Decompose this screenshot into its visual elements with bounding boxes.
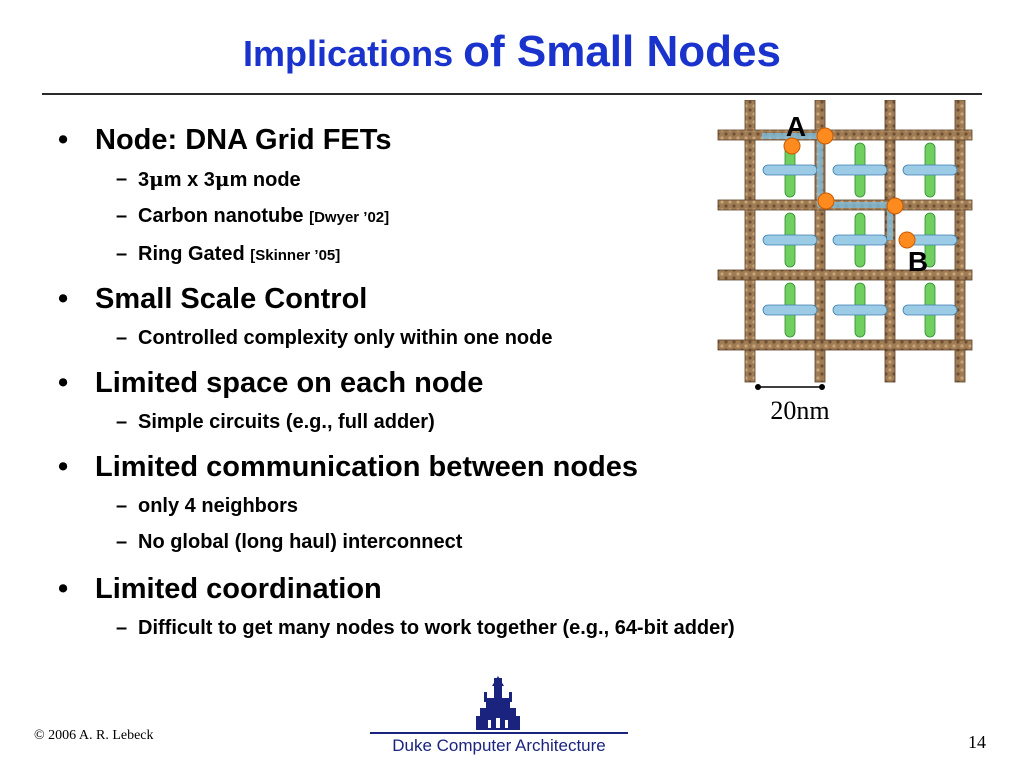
node-dot [816, 127, 834, 145]
fet-cross [902, 282, 958, 338]
sub-bullet-no-global-interconnect: No global (long haul) interconnect [58, 529, 938, 555]
fet-cross [832, 142, 888, 198]
scale-bar-end [755, 384, 761, 390]
signal-path [762, 133, 893, 240]
bullet-node-dna-grid: Node: DNA Grid FETs [58, 122, 938, 158]
scale-label: 20nm [770, 396, 829, 425]
bullet-list: Node: DNA Grid FETs 3μm x 3μm node Carbo… [58, 122, 938, 641]
strand-vertical [744, 100, 756, 383]
fet-cross [762, 142, 818, 198]
sub-bullet-ring-gated: Ring Gated [Skinner ’05] [58, 241, 938, 269]
copyright: © 2006 A. R. Lebeck [34, 728, 154, 743]
scale-bar-end [819, 384, 825, 390]
bullet-limited-communication: Limited communication between nodes [58, 449, 938, 485]
label-a: A [786, 111, 806, 142]
citation-skinner: [Skinner ’05] [250, 247, 341, 264]
footer-divider [370, 732, 628, 734]
strand-horizontal [717, 269, 973, 281]
bullet-limited-coordination: Limited coordination [58, 571, 938, 607]
duke-chapel-logo [476, 676, 520, 730]
organization-name: Duke Computer Architecture [392, 736, 606, 755]
fet-cross [762, 212, 818, 268]
title-divider [42, 93, 982, 95]
fet-cross [762, 282, 818, 338]
title-part-1: Implications [243, 33, 464, 74]
node-dot [817, 192, 835, 210]
fet-cross [902, 142, 958, 198]
dna-grid-figure: A B 20nm [717, 100, 973, 425]
node-dot [886, 197, 904, 215]
label-b: B [908, 246, 928, 277]
sub-bullet-four-neighbors: only 4 neighbors [58, 493, 938, 519]
strand-horizontal [717, 339, 973, 351]
node-dot [898, 231, 916, 249]
bullet-limited-space: Limited space on each node [58, 365, 938, 401]
page-number: 14 [968, 732, 986, 752]
sub-bullet-node-size: 3μm x 3μm node [58, 166, 938, 193]
fet-cross [832, 282, 888, 338]
fet-cross [832, 212, 888, 268]
sub-bullet-controlled-complexity: Controlled complexity only within one no… [58, 325, 938, 351]
sub-bullet-simple-circuits: Simple circuits (e.g., full adder) [58, 409, 938, 435]
sub-bullet-difficult-coordination: Difficult to get many nodes to work toge… [58, 615, 938, 641]
node-dot [783, 137, 801, 155]
bullet-small-scale-control: Small Scale Control [58, 281, 938, 317]
title-part-2: of Small Nodes [463, 27, 781, 76]
slide-title: Implications of Small Nodes [0, 28, 1024, 78]
citation-dwyer: [Dwyer ’02] [309, 209, 390, 226]
strand-horizontal [717, 129, 973, 141]
sub-bullet-carbon-nanotube: Carbon nanotube [Dwyer ’02] [58, 203, 938, 231]
